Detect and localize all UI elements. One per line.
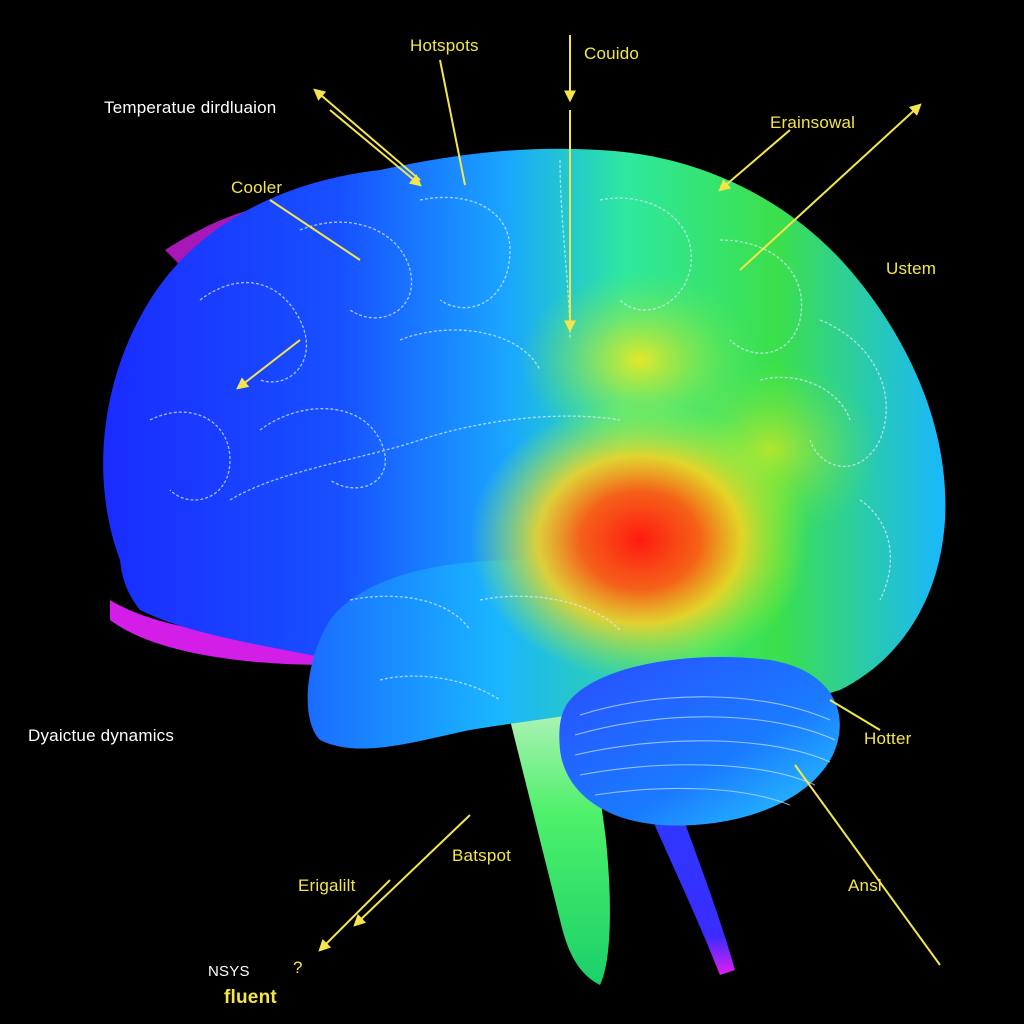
arrow-icon	[718, 129, 791, 192]
hot-core	[470, 400, 810, 680]
arrow-icon	[739, 103, 922, 271]
arrow-icon	[353, 814, 471, 927]
arrow-icon	[794, 764, 941, 966]
arrow-icon	[329, 109, 422, 187]
spinal-nerve	[640, 780, 735, 975]
lower-rim	[110, 600, 330, 665]
label-ansl: Ansl	[848, 876, 882, 895]
cerebellum-folds	[574, 696, 836, 806]
label-cooler: Cooler	[231, 178, 283, 197]
arrow-icon	[829, 699, 881, 731]
label-dyaictue-dynamics: Dyaictue dynamics	[28, 726, 175, 745]
arrow-icon	[269, 199, 361, 261]
label-question-mark: ?	[293, 958, 303, 977]
label-nsys: NSYS	[208, 963, 250, 980]
label-fluent: fluent	[224, 987, 277, 1008]
label-temperature-distribution: Temperatue dirdluaion	[104, 98, 277, 117]
arrow-icon	[236, 339, 301, 390]
label-erigalilt: Erigalilt	[298, 876, 356, 895]
gyri-lines	[149, 159, 892, 701]
label-erainsowal: Erainsowal	[770, 113, 856, 132]
arrow-icon	[318, 879, 391, 952]
label-hotspots: Hotspots	[410, 36, 479, 55]
arrow-icon	[313, 88, 421, 181]
arrow-icon	[439, 59, 466, 186]
label-batspot: Batspot	[452, 846, 512, 865]
annotation-arrows	[236, 35, 941, 966]
label-ustem: Ustem	[886, 259, 937, 278]
label-hotter: Hotter	[864, 729, 912, 748]
label-couido: Couido	[584, 44, 640, 63]
